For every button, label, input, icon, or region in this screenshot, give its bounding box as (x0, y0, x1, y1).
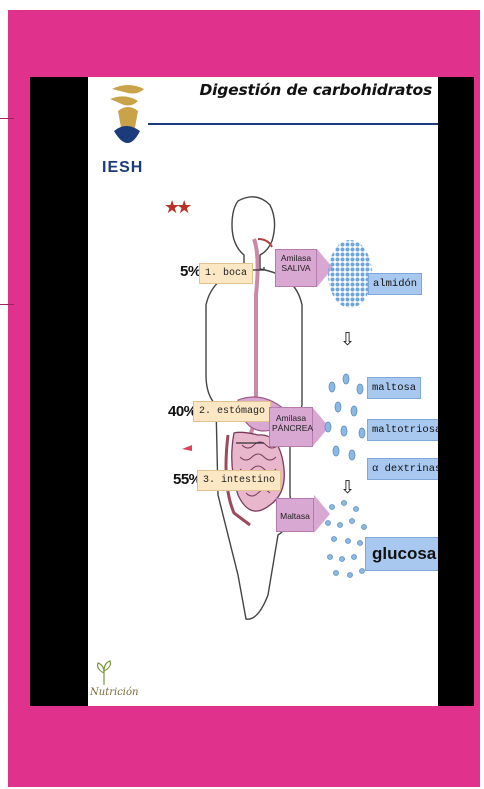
edge-line-bottom (0, 304, 14, 305)
enzyme-line2: SALIVA (281, 263, 310, 273)
slide: Digestión de carbohidratos IESH ★★ 5% 1.… (88, 77, 438, 706)
product-maltotriosa: maltotriosa (367, 419, 438, 441)
enzyme-line1: Maltasa (280, 511, 310, 521)
edge-line-top (0, 118, 14, 119)
enzyme-line1: Amilasa (276, 413, 306, 423)
product-maltosa: maltosa (367, 377, 421, 399)
enzyme-amilasa-pancreas: Amilasa PÁNCREAS (269, 407, 313, 447)
organ-label-intestino: 3. intestino (197, 470, 281, 491)
sprout-icon (94, 659, 114, 685)
product-alpha-dextrinas: α dextrinas (367, 458, 438, 480)
organ-label-estomago: 2. estómago (193, 401, 271, 422)
product-glucosa: glucosa (365, 537, 438, 571)
organ-label-boca: 1. boca (199, 263, 253, 284)
enzyme-amilasa-saliva: Amilasa SALIVA (275, 249, 317, 287)
enzyme-maltasa: Maltasa (276, 498, 314, 532)
down-arrow-1-icon: ⇩ (340, 329, 355, 350)
enzyme-line2: PÁNCREAS (272, 423, 319, 433)
enzyme-line1: Amilasa (281, 253, 311, 263)
corner-logo-text: Nutrición (90, 687, 138, 698)
down-arrow-2-icon: ⇩ (340, 477, 355, 498)
product-almidon: almidón (368, 273, 422, 295)
percent-boca: 5% (180, 263, 201, 280)
